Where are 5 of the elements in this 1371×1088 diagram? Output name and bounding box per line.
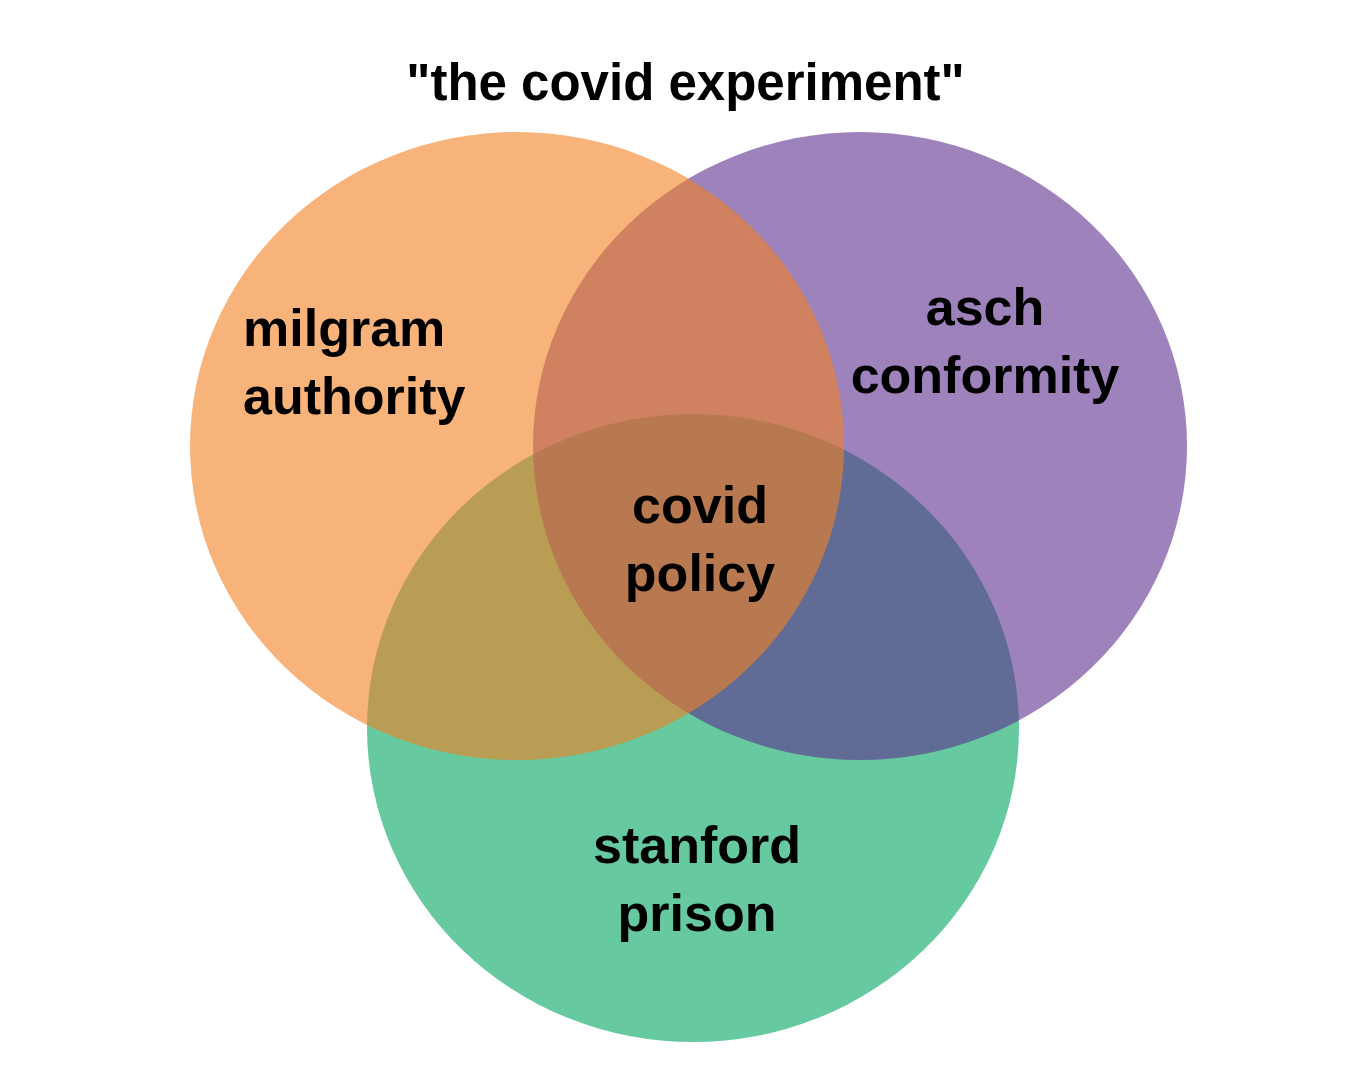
venn-label: asch conformity (849, 277, 1121, 406)
venn-label: stanford prison (592, 815, 802, 944)
venn-label: covid policy (623, 475, 777, 604)
venn-label: milgram authority (243, 298, 467, 427)
diagram-title: "the covid experiment" (406, 53, 965, 113)
